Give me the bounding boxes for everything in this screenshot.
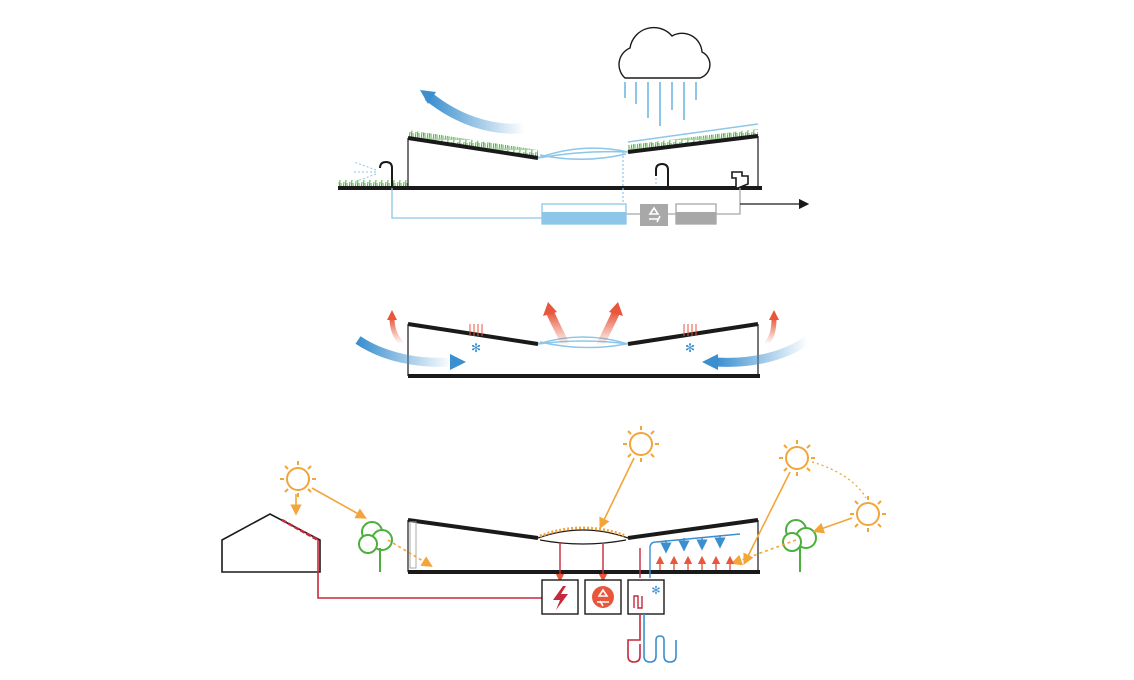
roof-right (627, 322, 759, 346)
roof-left (407, 322, 539, 346)
green-roof-left (408, 130, 538, 157)
skylight-pv-highlight (539, 526, 627, 538)
toilet-icon (731, 171, 749, 189)
greywater-pipe (716, 188, 741, 215)
energy-panel: ✻ (221, 426, 886, 663)
sun-icon-center (623, 426, 659, 462)
water-tank-icon (541, 203, 627, 225)
warm-air-eave-left (389, 317, 404, 346)
tree-icon-left (358, 521, 393, 572)
roof-left (407, 518, 539, 540)
warm-air-exhaust-left (546, 310, 570, 348)
skylight (537, 147, 629, 160)
chilled-ceiling (649, 533, 741, 578)
roof-right (627, 134, 759, 154)
water-pipe (391, 188, 542, 219)
sun-icon-right-bottom (850, 496, 886, 532)
filter-tank-icon (675, 203, 717, 225)
faucet-icon (655, 162, 669, 188)
skylight-pv (537, 529, 629, 545)
roof-left (407, 136, 539, 160)
rain-gutter-line (627, 123, 759, 143)
roof-right (627, 518, 759, 540)
rain-cloud-icon (618, 26, 711, 126)
svg-text:✻: ✻ (685, 341, 695, 355)
svg-text:✻: ✻ (651, 584, 660, 597)
house-with-solar-panel-icon (221, 513, 321, 573)
solar-rays (290, 457, 853, 567)
evaporation-arrow (424, 92, 526, 134)
ground-loop-icon (627, 614, 677, 663)
ground-grass (338, 180, 408, 188)
cooling-coil-left-icon: ✻ (469, 324, 483, 355)
warm-air-exhaust-right (596, 310, 620, 348)
feed-lines (555, 542, 608, 583)
cool-air-inflow-right (715, 336, 811, 367)
sun-path (811, 461, 867, 499)
recycle-unit-icon (640, 204, 668, 226)
radiant-heating-arrows (655, 555, 735, 570)
shading-louver (409, 521, 417, 569)
recycle-unit-icon (584, 579, 622, 615)
water-panel (338, 26, 810, 226)
cool-air-arrowhead-right (702, 354, 718, 370)
skylight (537, 336, 629, 349)
svg-text:✻: ✻ (471, 341, 481, 355)
sun-icon-right-top (779, 440, 815, 476)
cool-air-arrowhead-left (450, 354, 466, 370)
tree-icon-right (782, 519, 817, 572)
power-unit-icon (541, 579, 579, 615)
heat-pump-unit-icon: ✻ (627, 579, 665, 615)
warm-air-eave-right (764, 317, 777, 346)
cool-air-inflow-left (355, 336, 453, 367)
irrigation-sprinkler-icon (353, 160, 393, 188)
cooling-coil-right-icon: ✻ (683, 324, 697, 355)
ventilation-panel: ✻ ✻ (355, 302, 811, 378)
sun-icon-left (280, 461, 316, 497)
power-line (317, 540, 542, 599)
evaporation-arrowhead (420, 90, 436, 104)
